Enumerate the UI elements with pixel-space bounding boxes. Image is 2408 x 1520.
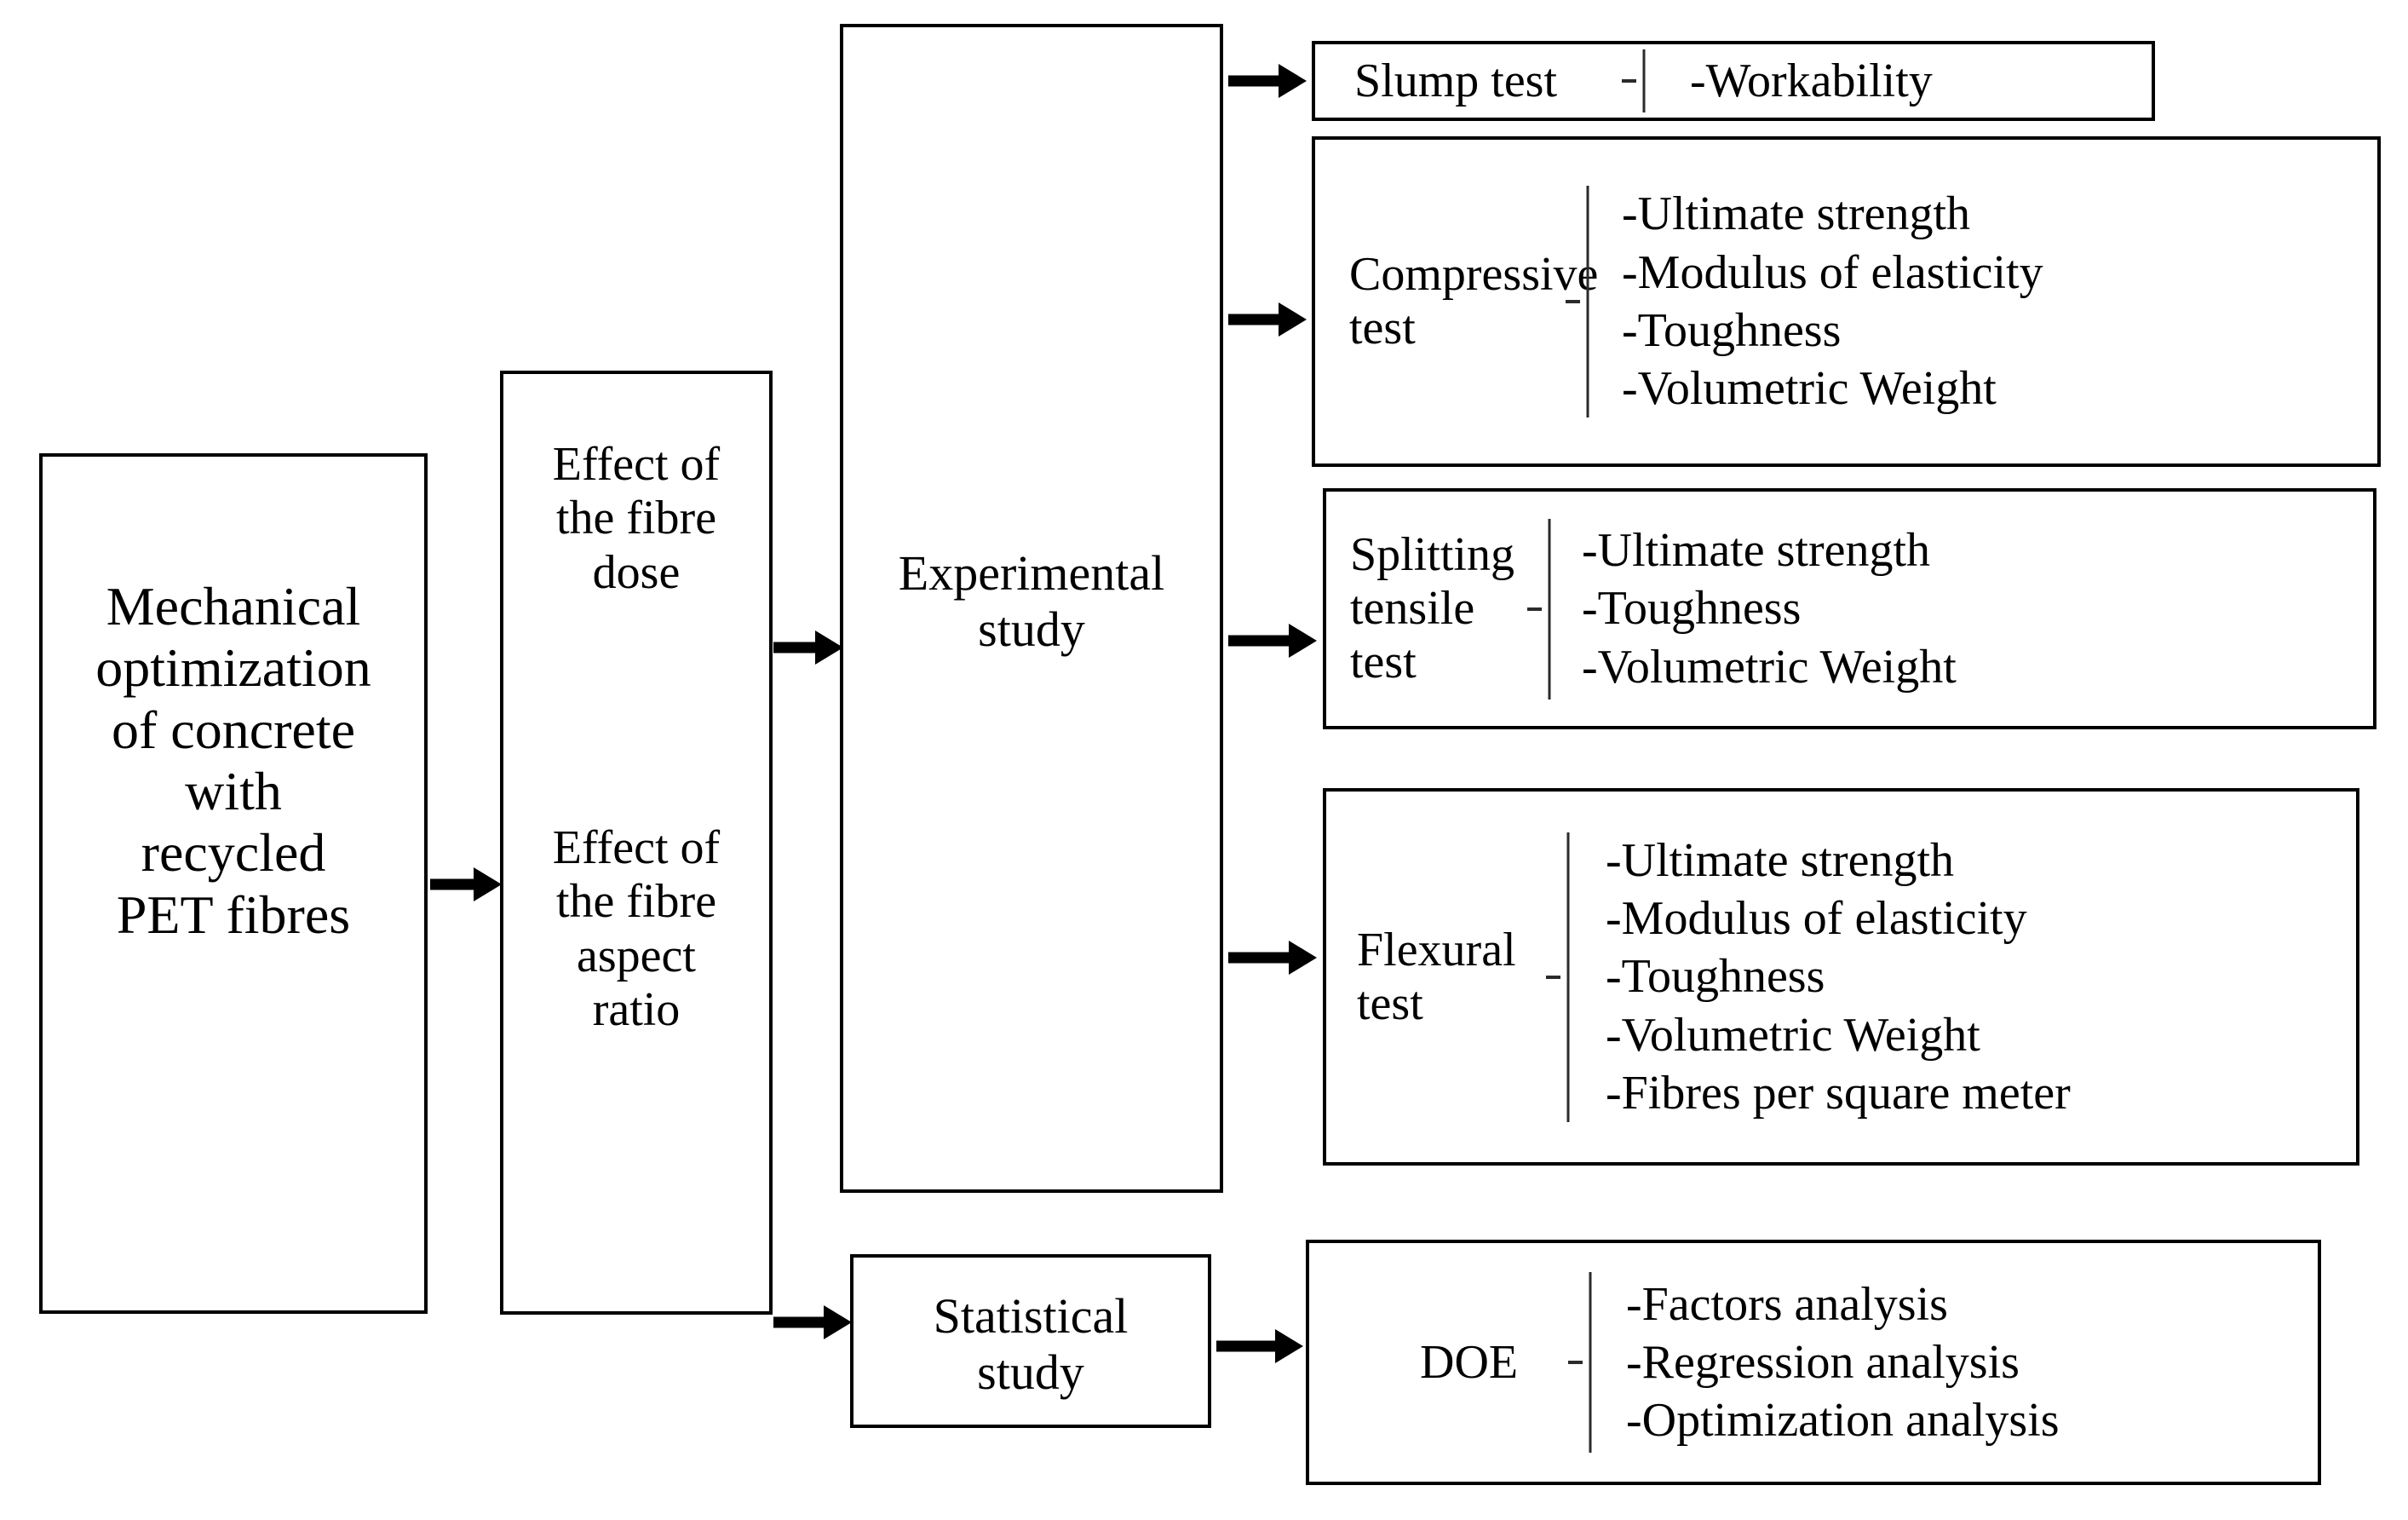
- node-variables: Effect of the fibre dose Effect of the f…: [500, 371, 773, 1315]
- test-output-item: -Optimization analysis: [1626, 1394, 2060, 1448]
- test-output-item: -Ultimate strength: [1606, 833, 1955, 887]
- node-objective: Mechanical optimization of concrete with…: [39, 453, 428, 1314]
- brace-icon: [1566, 186, 1596, 417]
- test-output-item: -Volumetric Weight: [1606, 1008, 1980, 1062]
- test-title-flexural-test: Flexural test: [1357, 923, 1516, 1030]
- test-outputs-compressive-test: -Ultimate strength -Modulus of elasticit…: [1596, 185, 2377, 417]
- test-output-item: -Modulus of elasticity: [1606, 892, 2027, 946]
- node-experimental-study-label: Experimental study: [898, 545, 1165, 657]
- test-output-item: -Volumetric Weight: [1582, 640, 1957, 694]
- test-outputs-doe: -Factors analysis -Regression analysis -…: [1599, 1275, 2318, 1450]
- test-title-slump-test: Slump test: [1354, 54, 1558, 107]
- test-box-slump-test: Slump test -Workability: [1312, 41, 2155, 121]
- node-variable-fibre-dose: Effect of the fibre dose: [552, 438, 721, 599]
- node-statistical-study: Statistical study: [850, 1254, 1211, 1428]
- node-statistical-study-label: Statistical study: [933, 1288, 1129, 1400]
- test-output-item: -Toughness: [1622, 304, 1842, 357]
- brace-icon: [1527, 518, 1558, 700]
- test-outputs-splitting-tensile-test: -Ultimate strength -Toughness -Volumetri…: [1558, 521, 2373, 696]
- node-objective-label: Mechanical optimization of concrete with…: [95, 576, 371, 945]
- test-output-item: -Factors analysis: [1626, 1277, 1948, 1331]
- test-output-item: -Workability: [1690, 54, 1933, 107]
- test-output-item: -Modulus of elasticity: [1622, 245, 2043, 299]
- test-box-doe: DOE -Factors analysis -Regression analys…: [1306, 1240, 2321, 1485]
- test-outputs-flexural-test: -Ultimate strength -Modulus of elasticit…: [1577, 832, 2356, 1123]
- brace-icon: [1622, 49, 1652, 112]
- test-box-compressive-test: Compressive test -Ultimate strength -Mod…: [1312, 136, 2381, 467]
- node-variable-aspect-ratio: Effect of the fibre aspect ratio: [552, 821, 721, 1036]
- test-output-item: -Regression analysis: [1626, 1335, 2020, 1389]
- node-experimental-study: Experimental study: [840, 24, 1223, 1193]
- test-box-flexural-test: Flexural test -Ultimate strength -Modulu…: [1323, 788, 2359, 1166]
- test-title-compressive-test: Compressive test: [1349, 248, 1599, 354]
- test-output-item: -Ultimate strength: [1582, 524, 1931, 578]
- test-output-item: -Toughness: [1582, 582, 1802, 636]
- test-box-splitting-tensile-test: Splitting tensile test -Ultimate strengt…: [1323, 488, 2376, 729]
- brace-icon: [1568, 1272, 1599, 1453]
- test-title-splitting-tensile-test: Splitting tensile test: [1350, 528, 1514, 688]
- test-title-doe: DOE: [1420, 1335, 1519, 1389]
- test-output-item: -Ultimate strength: [1622, 187, 1971, 241]
- test-outputs-slump-test: -Workability: [1652, 52, 2152, 110]
- test-output-item: -Volumetric Weight: [1622, 362, 1997, 416]
- test-output-item: -Fibres per square meter: [1606, 1066, 2071, 1120]
- brace-icon: [1546, 832, 1577, 1122]
- test-output-item: -Toughness: [1606, 950, 1825, 1004]
